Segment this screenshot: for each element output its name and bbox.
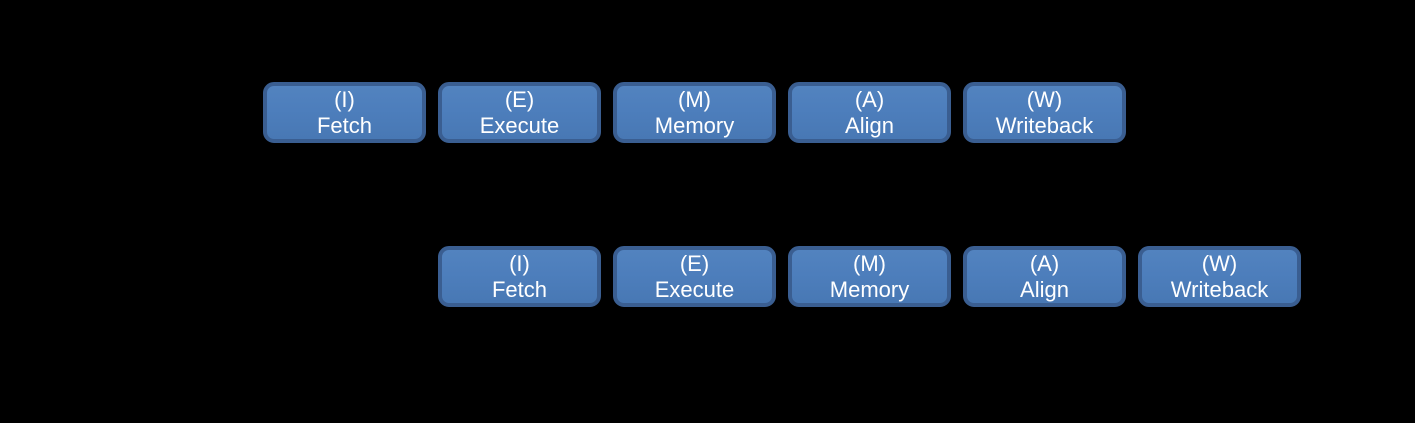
stage-name: Writeback <box>1170 277 1269 302</box>
stage-name: Execute <box>654 277 735 302</box>
stage-name: Align <box>845 113 894 138</box>
stage-abbr: (W) <box>1026 87 1063 112</box>
stage-name: Execute <box>479 113 560 138</box>
stage-box-writeback-row2: (W) Writeback <box>1138 246 1301 307</box>
stage-box-align-row1: (A) Align <box>788 82 951 143</box>
stage-name: Memory <box>654 113 735 138</box>
stage-abbr: (M) <box>678 87 711 112</box>
stage-abbr: (A) <box>854 87 885 112</box>
stage-abbr: (E) <box>504 87 535 112</box>
stage-box-fetch-row2: (I) Fetch <box>438 246 601 307</box>
stage-abbr: (I) <box>509 251 530 276</box>
stage-abbr: (W) <box>1201 251 1238 276</box>
stage-abbr: (E) <box>679 251 710 276</box>
stage-name: Memory <box>829 277 910 302</box>
stage-box-memory-row1: (M) Memory <box>613 82 776 143</box>
stage-box-execute-row2: (E) Execute <box>613 246 776 307</box>
stage-name: Fetch <box>316 113 373 138</box>
stage-abbr: (A) <box>1029 251 1060 276</box>
stage-box-memory-row2: (M) Memory <box>788 246 951 307</box>
stage-abbr: (M) <box>853 251 886 276</box>
pipeline-row-instruction-1: (I) Fetch (E) Execute (M) Memory (A) Ali… <box>263 82 1126 143</box>
stage-box-execute-row1: (E) Execute <box>438 82 601 143</box>
stage-box-fetch-row1: (I) Fetch <box>263 82 426 143</box>
stage-name: Writeback <box>995 113 1094 138</box>
stage-abbr: (I) <box>334 87 355 112</box>
stage-box-align-row2: (A) Align <box>963 246 1126 307</box>
stage-name: Align <box>1020 277 1069 302</box>
stage-box-writeback-row1: (W) Writeback <box>963 82 1126 143</box>
pipeline-row-instruction-2: (I) Fetch (E) Execute (M) Memory (A) Ali… <box>438 246 1301 307</box>
stage-name: Fetch <box>491 277 548 302</box>
